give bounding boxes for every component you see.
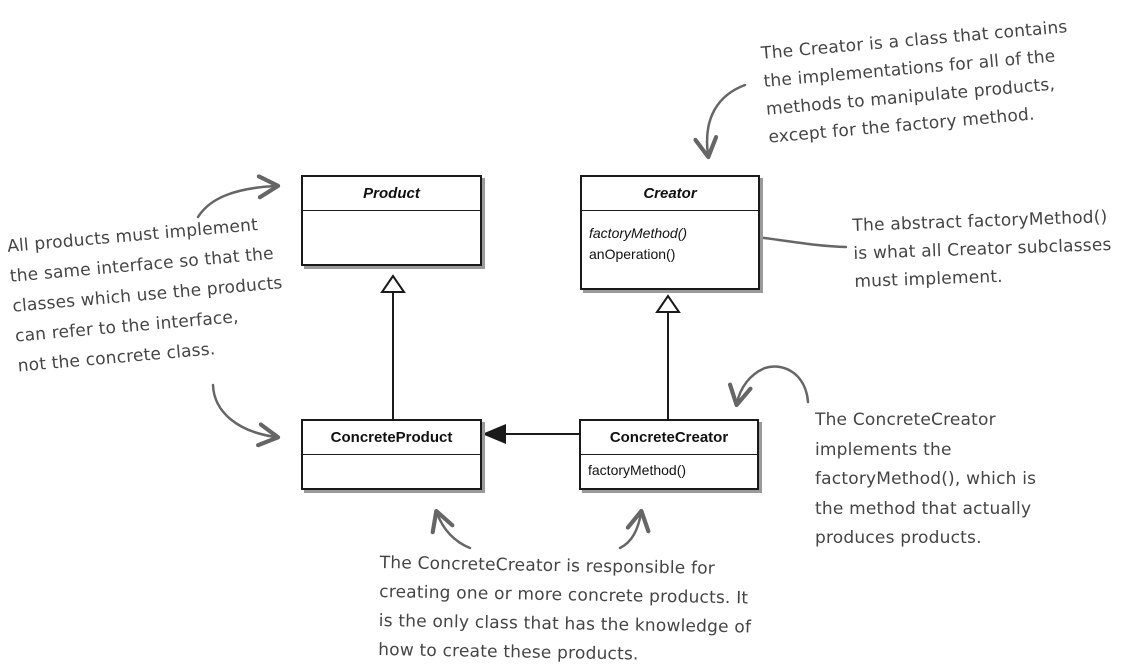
- class-creator-methods: factoryMethod() anOperation(): [582, 211, 758, 265]
- inheritance-triangle-creator: [655, 294, 681, 313]
- class-concrete-creator-name: ConcreteCreator: [581, 421, 757, 455]
- class-concrete-creator-methods: factoryMethod(): [581, 455, 757, 481]
- note-arrow-creator: [693, 83, 747, 160]
- class-concrete-product-name: ConcreteProduct: [303, 421, 480, 455]
- note-arrow-products-bottom: [211, 383, 281, 448]
- method-an-operation: anOperation(): [589, 246, 676, 262]
- note-products: All products must implement the same int…: [6, 215, 284, 377]
- note-concrete-creator: The ConcreteCreator implements the facto…: [815, 410, 1037, 548]
- class-product-name: Product: [303, 177, 480, 211]
- method-factory-method-concrete: factoryMethod(): [588, 462, 687, 478]
- note-responsibility: The ConcreteCreator is responsible for c…: [378, 552, 752, 665]
- class-creator-name: Creator: [582, 177, 758, 211]
- note-factory-method: The abstract factoryMethod() is what all…: [852, 207, 1112, 292]
- class-creator[interactable]: Creator factoryMethod() anOperation(): [580, 175, 760, 290]
- inheritance-triangle-product: [380, 274, 406, 293]
- class-product[interactable]: Product: [301, 175, 482, 266]
- note-arrow-responsibility-right: [618, 508, 651, 550]
- note-arrow-products-top: [196, 174, 281, 219]
- method-factory-method-abstract: factoryMethod(): [589, 225, 688, 241]
- note-arrow-concrete-creator: [727, 365, 810, 408]
- class-concrete-creator[interactable]: ConcreteCreator factoryMethod(): [579, 419, 759, 490]
- class-concrete-product[interactable]: ConcreteProduct: [301, 419, 482, 490]
- note-arrow-responsibility-left: [430, 508, 472, 550]
